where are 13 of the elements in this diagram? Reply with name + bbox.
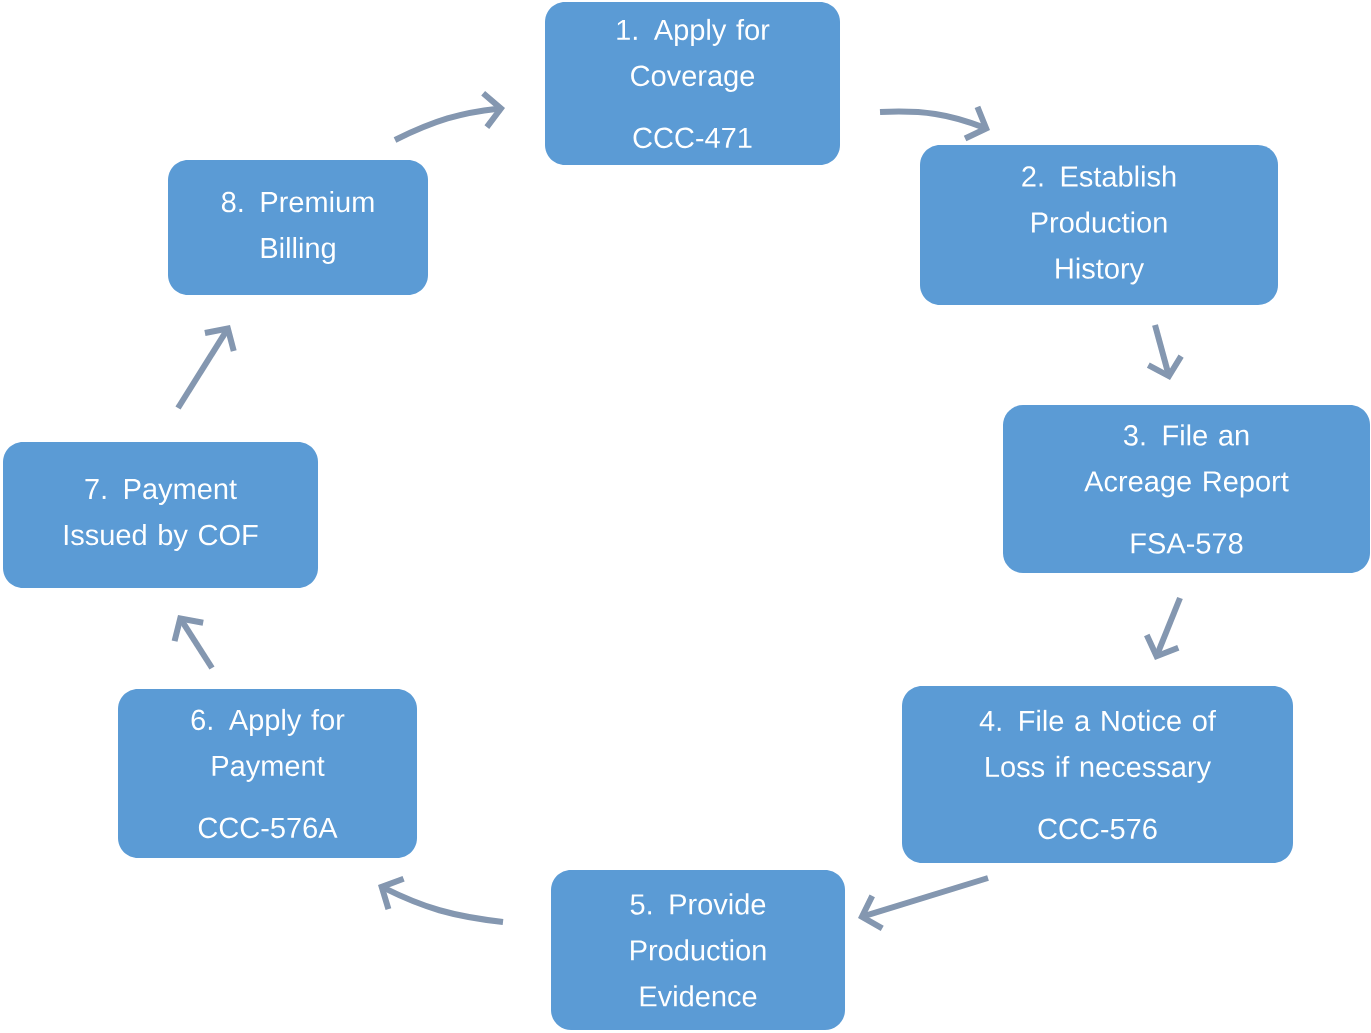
arrow — [879, 105, 990, 142]
arrow — [378, 875, 504, 925]
process-box: 8. Premium Billing — [168, 160, 428, 295]
arrow — [175, 325, 237, 410]
process-box: 6. Apply for Payment CCC-576A — [118, 689, 417, 858]
process-box: 1. Apply for Coverage CCC-471 — [545, 2, 840, 165]
arrow — [858, 875, 989, 931]
process-box: 4. File a Notice of Loss if necessary CCC-576 — [902, 686, 1293, 863]
process-box: 2. Establish Production History — [920, 145, 1278, 305]
process-box: 3. File an Acreage Report FSA-578 — [1003, 405, 1370, 573]
process-box: 7. Payment Issued by COF — [3, 442, 318, 588]
process-box: 5. Provide Production Evidence — [551, 870, 845, 1030]
arrow — [393, 91, 505, 143]
